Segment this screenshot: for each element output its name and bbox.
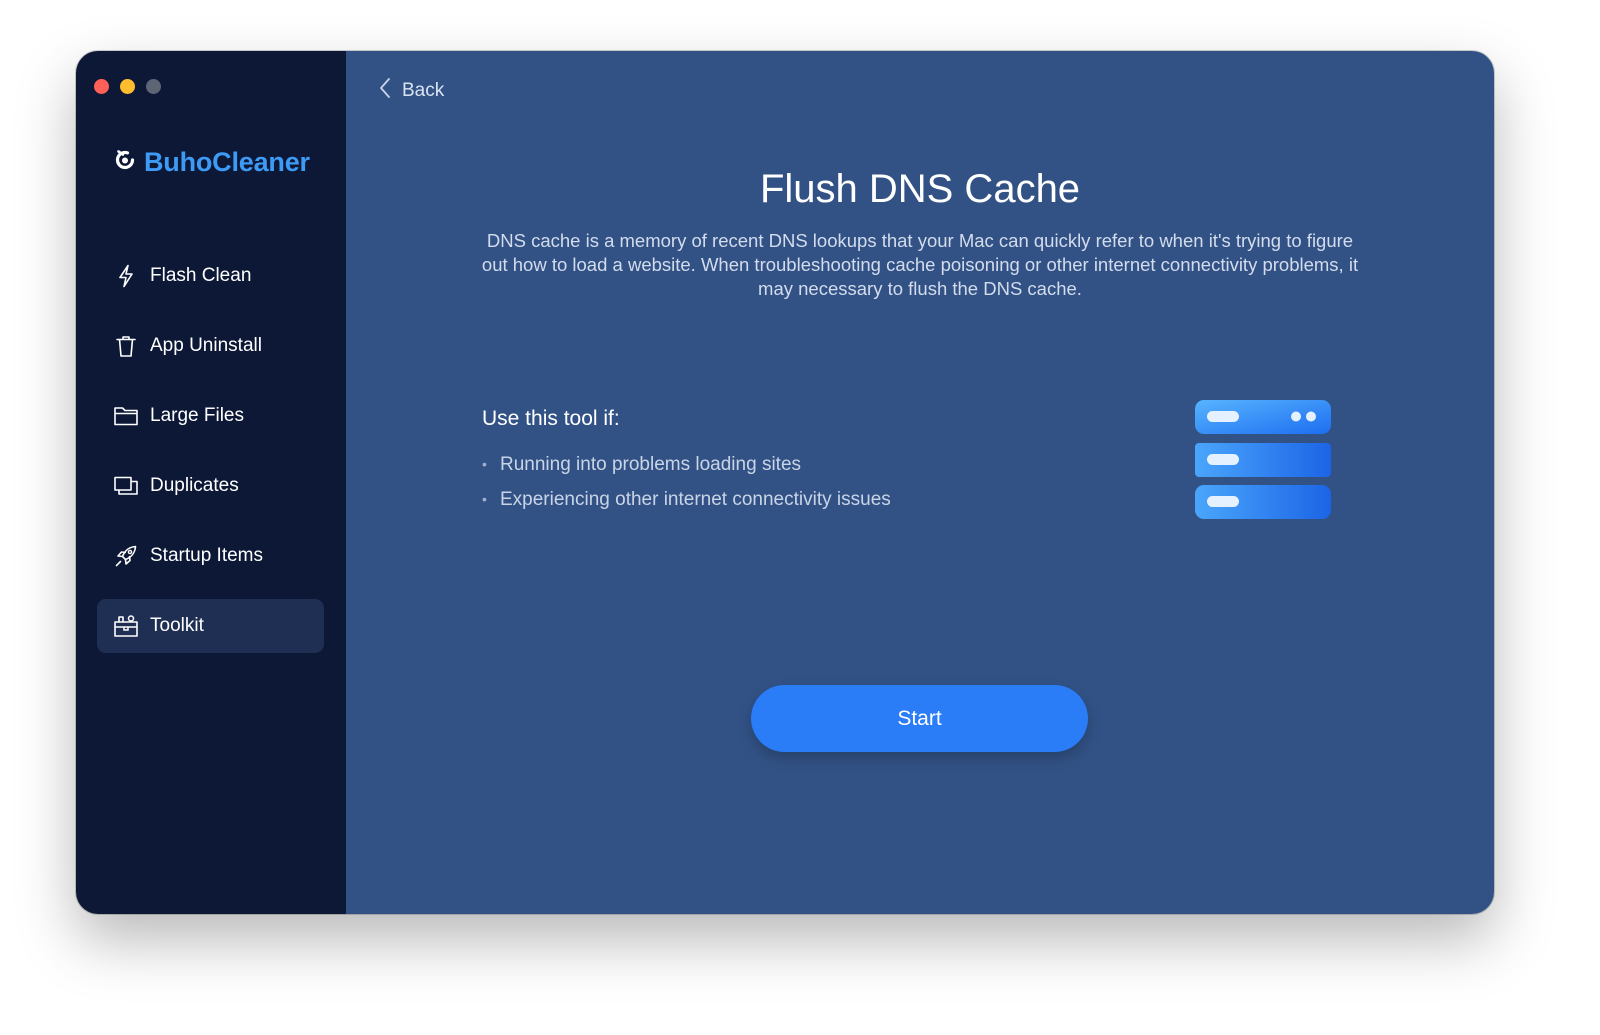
traffic-lights	[94, 79, 161, 94]
use-tool-heading: Use this tool if:	[482, 407, 620, 430]
close-window-button[interactable]	[94, 79, 109, 94]
folder-icon	[113, 403, 139, 429]
server-stack-icon	[1194, 399, 1332, 526]
list-item-text: Running into problems loading sites	[500, 454, 802, 475]
back-button[interactable]: Back	[378, 77, 444, 105]
duplicates-icon	[113, 473, 139, 499]
zoom-window-button[interactable]	[146, 79, 161, 94]
list-item-text: Experiencing other internet connectivity…	[500, 489, 891, 510]
bullet-icon: •	[482, 456, 487, 472]
sidebar-item-label: Large Files	[150, 405, 244, 426]
trash-icon	[113, 333, 139, 359]
sidebar-item-toolkit[interactable]: Toolkit	[97, 599, 324, 653]
chevron-left-icon	[378, 77, 392, 105]
sidebar-item-startup-items[interactable]: Startup Items	[97, 529, 324, 583]
lightning-icon	[113, 263, 139, 289]
sidebar-item-label: Flash Clean	[150, 265, 252, 286]
app-name: BuhoCleaner	[144, 147, 310, 177]
sidebar-item-flash-clean[interactable]: Flash Clean	[97, 249, 324, 303]
sidebar-item-label: Startup Items	[150, 545, 263, 566]
use-tool-list: • Running into problems loading sites • …	[482, 447, 891, 517]
bullet-icon: •	[482, 491, 487, 507]
list-item: • Experiencing other internet connectivi…	[482, 482, 891, 517]
sidebar-nav: Flash Clean App Uninstall Large Files Du…	[97, 249, 324, 669]
sidebar: BuhoCleaner Flash Clean App Uninstall La…	[76, 51, 346, 914]
sidebar-item-label: App Uninstall	[150, 335, 262, 356]
sidebar-item-large-files[interactable]: Large Files	[97, 389, 324, 443]
toolkit-icon	[113, 613, 139, 639]
sidebar-item-label: Toolkit	[150, 615, 204, 636]
main-content: Back Flush DNS Cache DNS cache is a memo…	[346, 51, 1494, 914]
sidebar-item-label: Duplicates	[150, 475, 239, 496]
app-logo: BuhoCleaner	[113, 147, 310, 178]
page-description: DNS cache is a memory of recent DNS look…	[481, 230, 1359, 299]
app-window: BuhoCleaner Flash Clean App Uninstall La…	[76, 51, 1494, 914]
back-label: Back	[402, 80, 445, 101]
buho-logo-icon	[113, 148, 137, 177]
list-item: • Running into problems loading sites	[482, 447, 891, 482]
page-title: Flush DNS Cache	[759, 167, 1081, 211]
minimize-window-button[interactable]	[120, 79, 135, 94]
sidebar-item-duplicates[interactable]: Duplicates	[97, 459, 324, 513]
rocket-icon	[113, 543, 139, 569]
start-button[interactable]: Start	[751, 685, 1088, 752]
sidebar-item-app-uninstall[interactable]: App Uninstall	[97, 319, 324, 373]
